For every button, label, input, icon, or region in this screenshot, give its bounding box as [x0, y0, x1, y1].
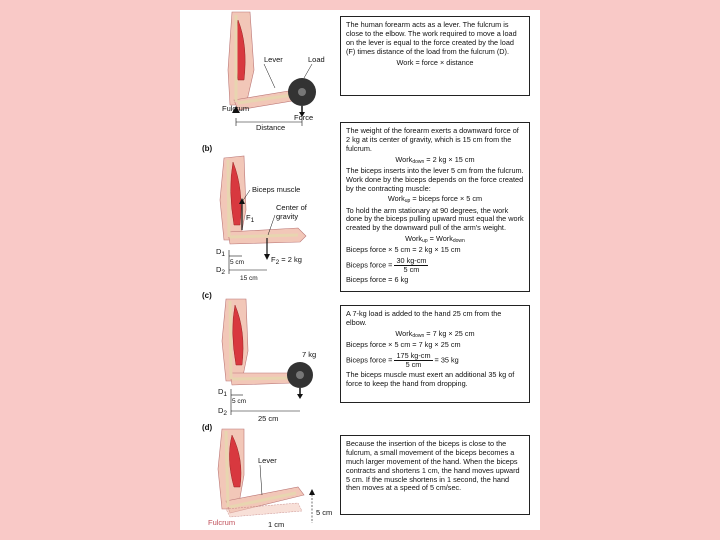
label-force: Force	[294, 113, 313, 122]
lever-leader	[264, 64, 275, 88]
load-leader	[304, 64, 312, 78]
figure-b-arm: Biceps muscle Center of gravity F1 F2 = …	[180, 140, 340, 295]
text-b-p2: The biceps inserts into the lever 5 cm f…	[346, 167, 524, 194]
label-center-line1: Center of	[276, 203, 308, 212]
figure-d-arm: Lever Fulcrum 1 cm 5 cm	[180, 425, 340, 530]
label-fulcrum: Fulcrum	[208, 518, 235, 527]
label-f1: F1	[246, 213, 255, 224]
hand-travel-arrowhead	[309, 489, 315, 495]
load-arrowhead	[297, 394, 303, 399]
textbox-d: Because the insertion of the biceps is c…	[340, 435, 530, 515]
label-load: Load	[308, 55, 325, 64]
label-fulcrum: Fulcrum	[222, 104, 249, 113]
label-d1-value: 5 cm	[232, 398, 246, 405]
label-lever: Lever	[264, 55, 283, 64]
forearm-bone	[232, 378, 290, 379]
label-d1: D1	[218, 387, 227, 398]
humerus-bone	[226, 431, 228, 507]
label-f2: F2 = 2 kg	[271, 255, 302, 266]
text-b-eq2: Workup = biceps force × 5 cm	[346, 195, 524, 204]
text-b-p3: To hold the arm stationary at 90 degrees…	[346, 207, 524, 234]
label-lever: Lever	[258, 456, 277, 465]
text-a-eq: Work = force × distance	[346, 59, 524, 68]
label-d2-value: 15 cm	[240, 275, 258, 282]
figure-c-arm: 7 kg D1 5 cm D2 25 cm	[180, 295, 340, 425]
panel-a: Lever Load Fulcrum Force Distance The hu…	[180, 10, 540, 140]
panel-d: (d) Lever Fulcrum 1 cm 5 cm Because the …	[180, 425, 540, 530]
label-d1-value: 5 cm	[230, 259, 244, 266]
label-d2-value: 25 cm	[258, 414, 278, 423]
lever-leader	[260, 465, 262, 495]
label-d1: D1	[216, 247, 225, 258]
forearm-bone	[230, 235, 298, 237]
panel-b: (b) Biceps muscle Center of gravity F1 F…	[180, 140, 540, 295]
label-center-line2: gravity	[276, 212, 298, 221]
label-load: 7 kg	[302, 350, 316, 359]
humerus-bone	[230, 301, 231, 379]
text-c-p1: A 7-kg load is added to the hand 25 cm f…	[346, 310, 524, 328]
textbox-a: The human forearm acts as a lever. The f…	[340, 16, 530, 96]
label-biceps: Biceps muscle	[252, 185, 300, 194]
label-1cm: 1 cm	[268, 520, 284, 529]
label-distance: Distance	[256, 123, 285, 132]
text-b-eq1: Workdown = 2 kg × 15 cm	[346, 156, 524, 165]
text-c-eq2: Biceps force × 5 cm = 7 kg × 25 cm	[346, 341, 524, 350]
f2-arrowhead	[264, 254, 270, 260]
load-weight-hub	[296, 371, 304, 379]
textbook-page: Lever Load Fulcrum Force Distance The hu…	[180, 10, 540, 530]
text-b-eq6: Biceps force = 6 kg	[346, 276, 524, 285]
figure-a-lever: Lever Load Fulcrum Force Distance	[180, 10, 340, 140]
text-a-p1: The human forearm acts as a lever. The f…	[346, 21, 524, 57]
text-d-p1: Because the insertion of the biceps is c…	[346, 440, 524, 493]
text-b-p1: The weight of the forearm exerts a downw…	[346, 127, 524, 154]
label-d2: D2	[218, 406, 227, 417]
humerus-bone	[228, 160, 229, 237]
textbox-b: The weight of the forearm exerts a downw…	[340, 122, 530, 292]
text-c-p2: The biceps muscle must exert an addition…	[346, 371, 524, 389]
label-5cm: 5 cm	[316, 508, 332, 517]
load-weight-hub	[298, 88, 306, 96]
text-b-eq4: Biceps force × 5 cm = 2 kg × 15 cm	[346, 246, 524, 255]
text-b-eq3: Workup = Workdown	[346, 235, 524, 244]
textbox-c: A 7-kg load is added to the hand 25 cm f…	[340, 305, 530, 403]
label-d2: D2	[216, 265, 225, 276]
panel-c: (c) 7 kg D1 5 cm D2 25 cm A 7-kg load is…	[180, 295, 540, 425]
text-c-eq1: Workdown = 7 kg × 25 cm	[346, 330, 524, 339]
